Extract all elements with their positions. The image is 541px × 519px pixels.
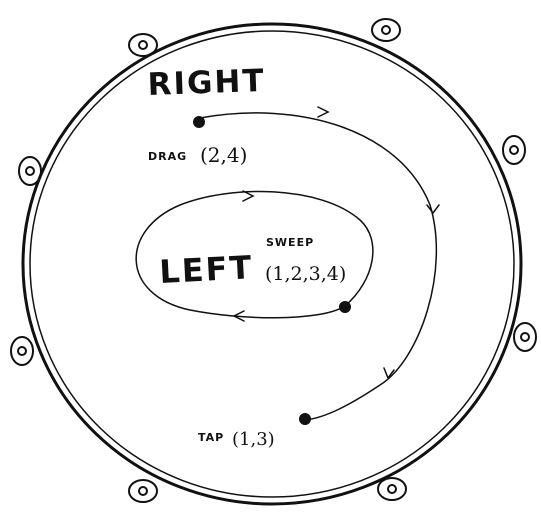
tap-label: TAP [198, 431, 224, 444]
drag-label: DRAG [148, 150, 187, 163]
sweep-label: SWEEP [266, 236, 314, 249]
tension-lug-icon [11, 337, 33, 365]
tension-lug-icon [129, 480, 157, 502]
left-label: LEFT [158, 248, 254, 291]
tension-lug-icon [378, 478, 406, 500]
tension-lug-icon [514, 323, 536, 351]
sweep-start-dot [339, 301, 351, 313]
right-label: RIGHT [147, 63, 266, 103]
tension-lug-icon [372, 19, 400, 41]
tap-dot [299, 413, 311, 425]
tap-numbers: (1,3) [232, 429, 275, 450]
drag-start-dot [193, 116, 205, 128]
sweep-numbers: (1,2,3,4) [265, 263, 346, 285]
tension-lug-icon [503, 136, 525, 164]
drag-numbers: (2,4) [200, 143, 247, 167]
